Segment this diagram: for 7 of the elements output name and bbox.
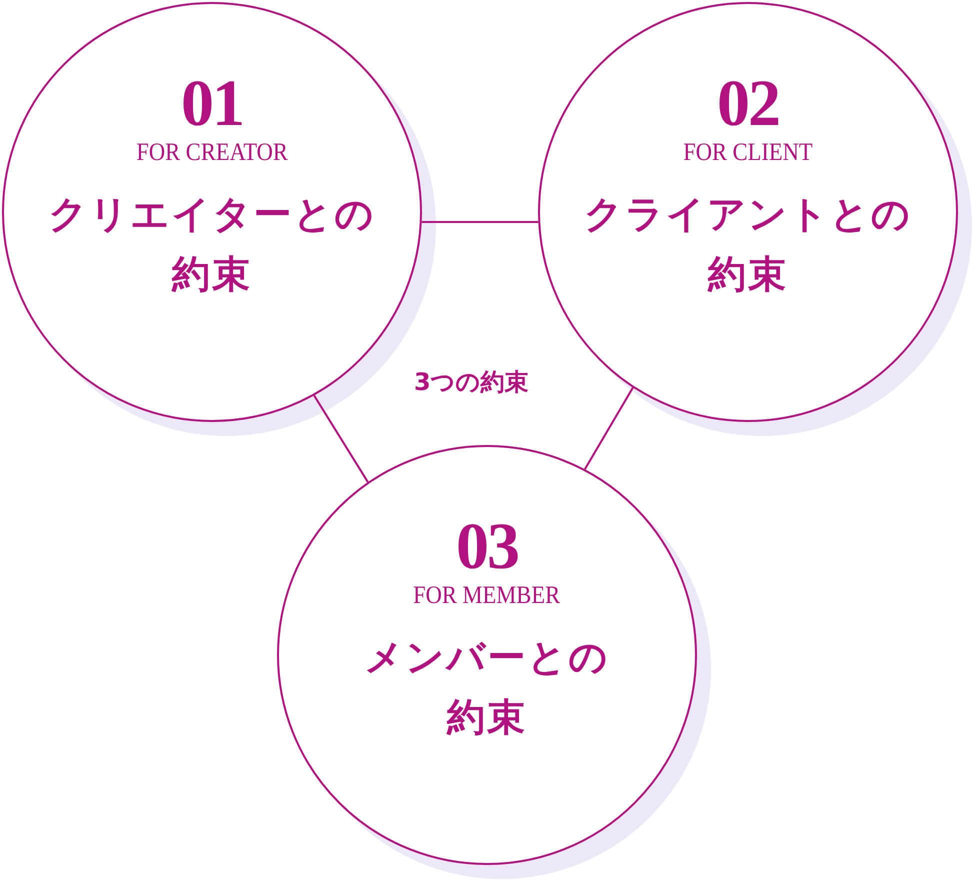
circle-heading: メンバーとの約束 — [364, 634, 610, 741]
connector-line — [584, 387, 634, 470]
connector-line — [313, 394, 369, 483]
circle-heading: クリエイターとの約束 — [48, 191, 376, 298]
connector-line — [422, 221, 538, 223]
center-label: 3つの約束 — [414, 367, 529, 398]
circle-heading: クライアントとの約束 — [583, 191, 913, 298]
